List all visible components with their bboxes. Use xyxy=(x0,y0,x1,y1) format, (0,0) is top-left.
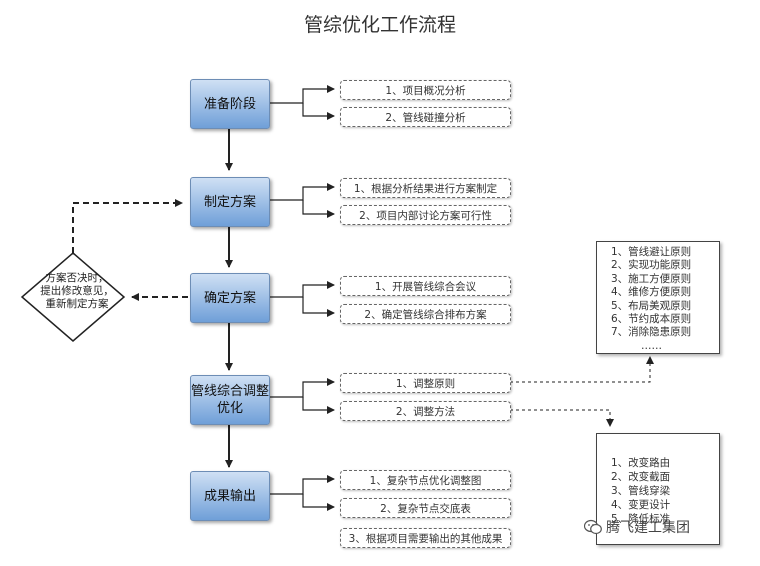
decision-diamond xyxy=(20,252,126,342)
method-item: 3、管线穿梁 xyxy=(611,485,671,497)
watermark-text: 腾飞建工集团 xyxy=(606,520,690,536)
page-title: 管综优化工作流程 xyxy=(303,14,456,36)
method-item: 5、降低标准 xyxy=(611,513,671,525)
decision-line: 方案否决时， xyxy=(45,272,109,284)
step-layout-plan: 2、确定管线综合排布方案 xyxy=(340,304,511,324)
link-principles xyxy=(510,356,654,383)
decision-line: 重新制定方案 xyxy=(45,298,109,310)
principle-item: 5、布局美观原则 xyxy=(611,299,692,312)
step-coordination-meeting: 1、开展管线综合会议 xyxy=(340,276,511,296)
watermark: 腾飞建工集团 xyxy=(584,517,690,537)
step-adjust-methods: 2、调整方法 xyxy=(340,401,511,421)
feedback-loop xyxy=(72,199,188,301)
step-internal-discussion: 2、项目内部讨论方案可行性 xyxy=(340,205,511,225)
stage-confirm-plan: 确定方案 xyxy=(190,273,270,323)
method-item: 2、改变截面 xyxy=(611,471,671,483)
step-node-drawings: 1、复杂节点优化调整图 xyxy=(340,470,511,490)
branch-connectors xyxy=(268,85,335,511)
step-clash-analysis: 2、管线碰撞分析 xyxy=(340,107,511,127)
method-item: 1、改变路由 xyxy=(611,457,671,469)
stage-make-plan: 制定方案 xyxy=(190,177,270,227)
principles-box: 1、管线避让原则 2、实现功能原则 3、施工方便原则 4、维修方便原则 5、布局… xyxy=(596,241,720,354)
stage-preparation: 准备阶段 xyxy=(190,79,270,129)
methods-box: 1、改变路由 2、改变截面 3、管线穿梁 4、变更设计 5、降低标准 xyxy=(596,433,720,545)
link-methods xyxy=(510,409,614,427)
arrow-decision-to-stage2 xyxy=(72,199,183,253)
method-item: 4、变更设计 xyxy=(611,499,671,511)
principle-item: 3、施工方便原则 xyxy=(611,272,692,285)
decision-text: 方案否决时， 提出修改意见， 重新制定方案 xyxy=(32,272,122,311)
principle-item: 4、维修方便原则 xyxy=(611,286,692,299)
stage-output: 成果输出 xyxy=(190,471,270,521)
principle-item: 1、管线避让原则 xyxy=(611,246,692,258)
principle-item: 2、实现功能原则 xyxy=(611,259,692,272)
step-other-outputs: 3、根据项目需要输出的其他成果 xyxy=(340,528,511,548)
wechat-icon xyxy=(584,519,602,535)
step-project-overview: 1、项目概况分析 xyxy=(340,80,511,100)
stage-pipeline-optimization: 管线综合调整优化 xyxy=(190,375,270,425)
principle-item: 6、节约成本原则 xyxy=(611,313,692,326)
step-plan-by-analysis: 1、根据分析结果进行方案制定 xyxy=(340,178,511,198)
step-adjust-principles: 1、调整原则 xyxy=(340,373,511,393)
step-node-disclosure: 2、复杂节点交底表 xyxy=(340,498,511,518)
decision-line: 提出修改意见， xyxy=(40,285,114,297)
note-links xyxy=(510,356,654,427)
principle-item: 7、消除隐患原则 xyxy=(611,326,692,339)
principle-ellipsis: …… xyxy=(641,339,662,352)
